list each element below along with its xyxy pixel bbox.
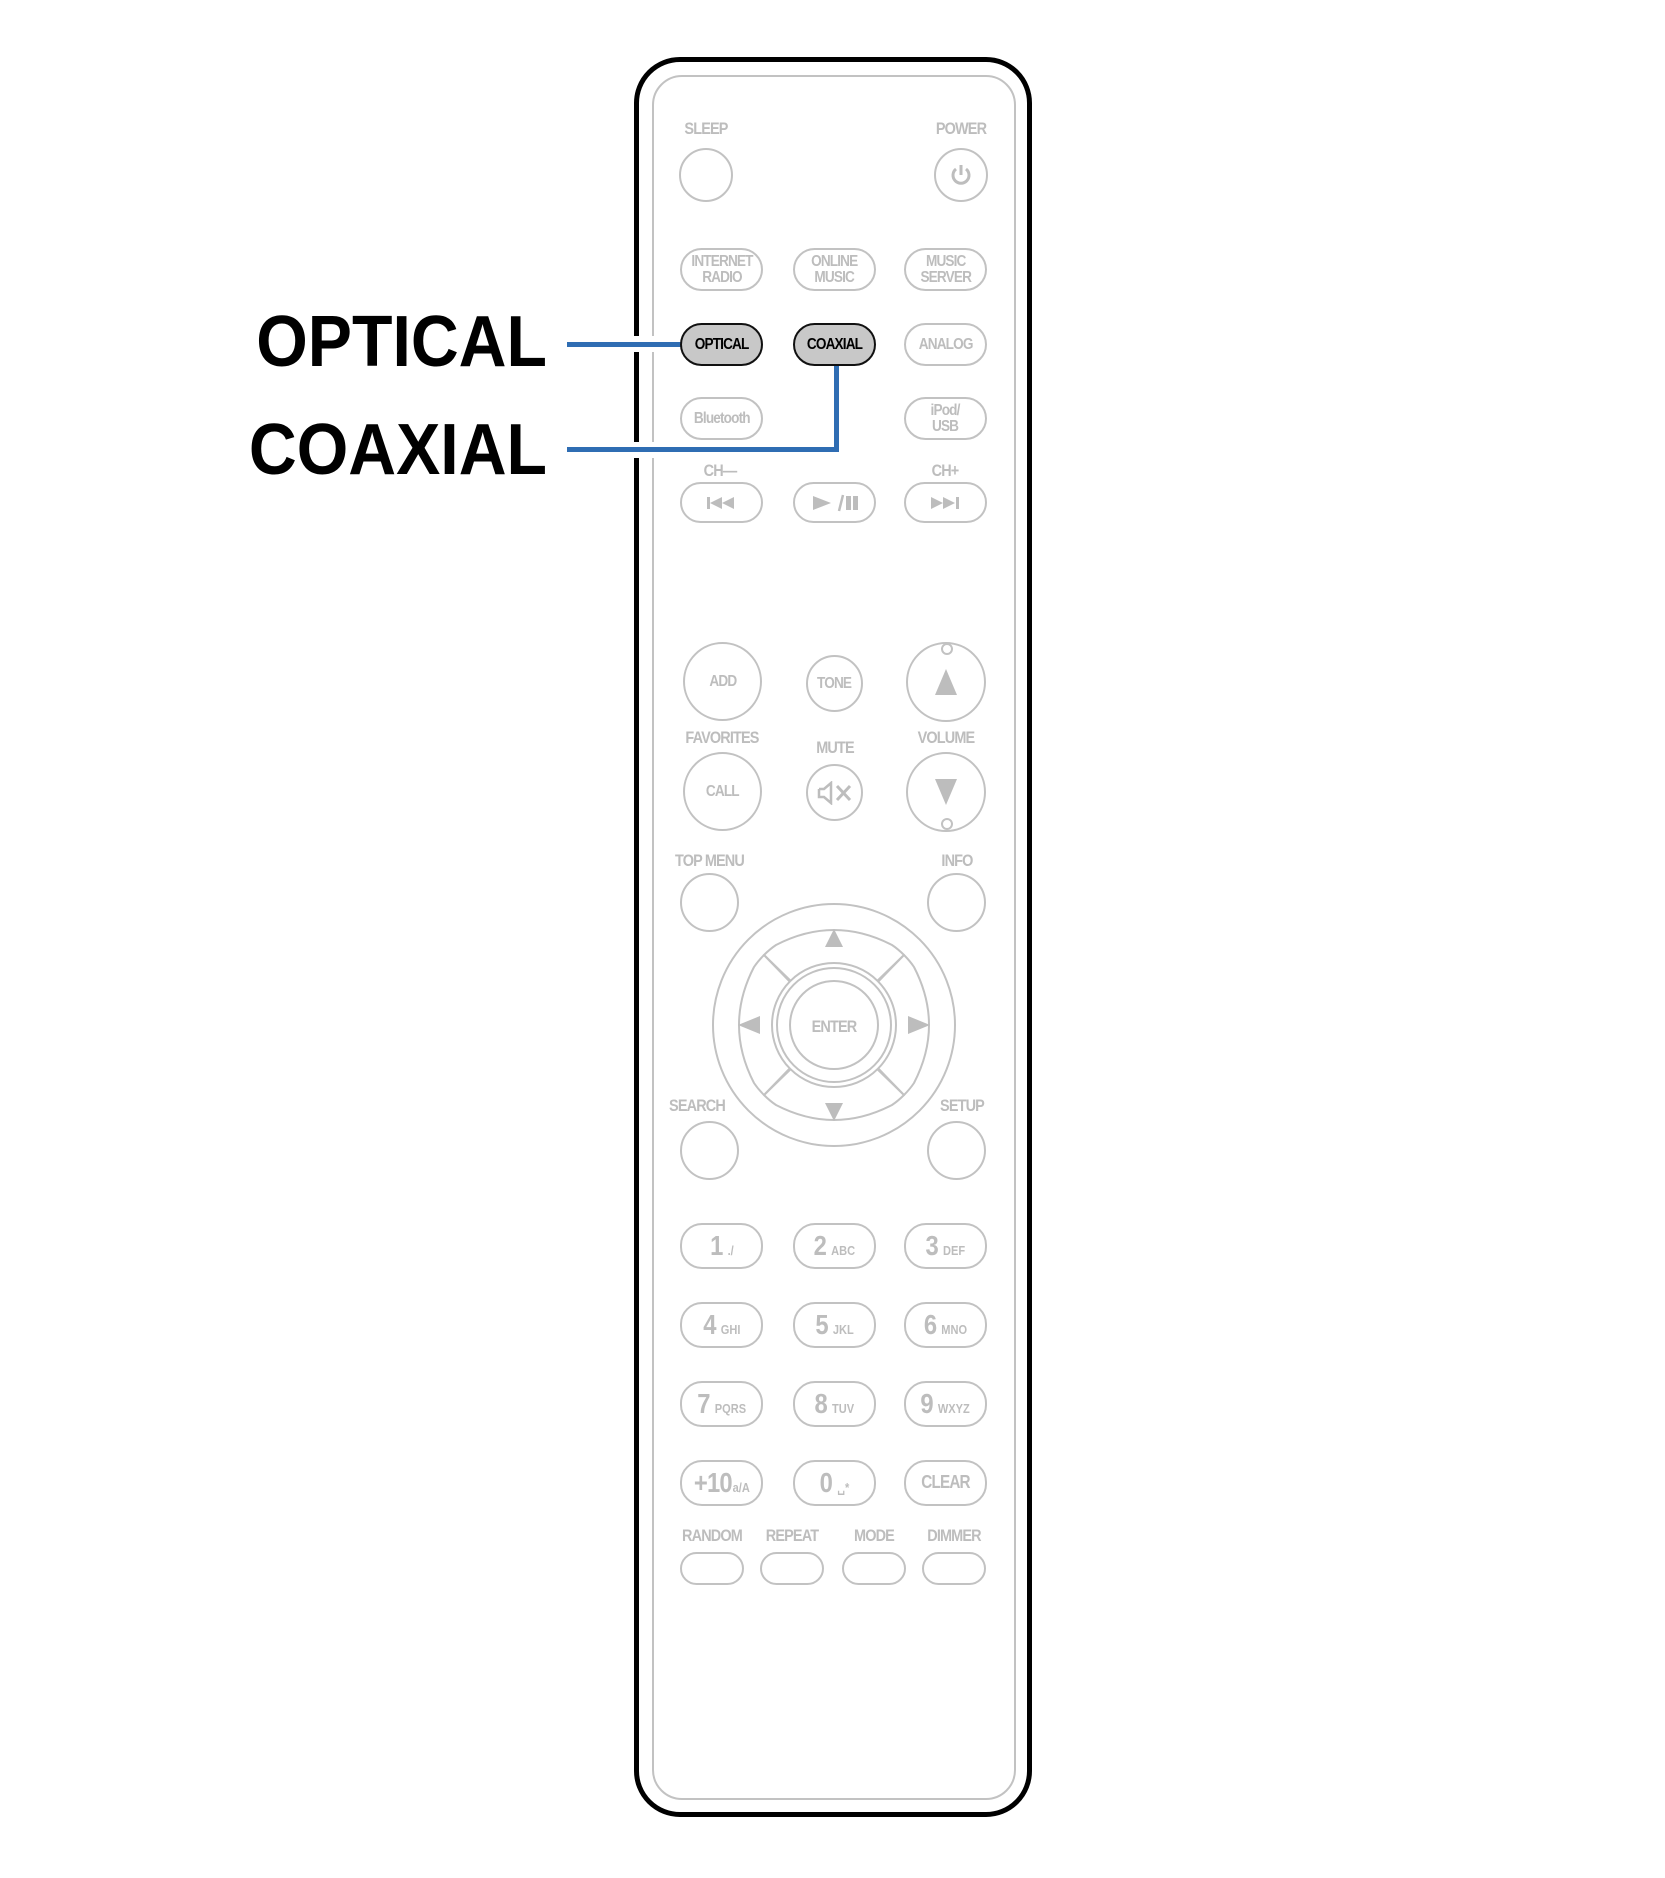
mute-button[interactable] <box>806 764 863 821</box>
power-label: POWER <box>935 119 987 138</box>
repeat-label: REPEAT <box>765 1526 819 1545</box>
power-button[interactable] <box>934 148 988 202</box>
nav-up-arrow-icon <box>825 929 843 947</box>
dimmer-label: DIMMER <box>927 1526 981 1545</box>
info-label: INFO <box>941 851 973 870</box>
top-menu-button[interactable] <box>680 873 739 932</box>
repeat-button[interactable] <box>760 1552 824 1585</box>
volume-up-button[interactable] <box>906 642 986 722</box>
next-button[interactable] <box>904 482 987 523</box>
bluetooth-button[interactable]: Bluetooth <box>680 397 763 440</box>
search-label: SEARCH <box>669 1096 726 1115</box>
mode-label: MODE <box>854 1526 895 1545</box>
online-music-button[interactable]: ONLINE MUSIC <box>793 248 876 291</box>
ch-minus-label: CH— <box>703 461 738 480</box>
tone-button[interactable]: TONE <box>806 655 863 712</box>
mute-icon <box>817 780 851 805</box>
top-menu-label: TOP MENU <box>675 851 745 870</box>
dimmer-button[interactable] <box>922 1552 986 1585</box>
navigation-pad <box>712 903 956 1147</box>
key-1[interactable]: 1./ <box>680 1223 763 1269</box>
skip-forward-icon <box>930 496 959 509</box>
key-plus10[interactable]: +10a/A <box>680 1460 763 1506</box>
nav-right-arrow-icon <box>908 1016 930 1034</box>
callout-optical-label: OPTICAL <box>256 302 547 382</box>
key-0[interactable]: 0␣* <box>793 1460 876 1506</box>
nav-down-arrow-icon <box>825 1103 843 1121</box>
optical-button[interactable]: OPTICAL <box>680 323 763 366</box>
internet-radio-button[interactable]: INTERNET RADIO <box>680 248 763 291</box>
setup-label: SETUP <box>940 1096 985 1115</box>
add-favorites-button[interactable]: ADD <box>683 642 762 721</box>
search-button[interactable] <box>680 1121 739 1180</box>
random-label: RANDOM <box>682 1526 743 1545</box>
volume-down-dot <box>941 818 953 830</box>
mute-label: MUTE <box>816 738 854 757</box>
call-favorites-button[interactable]: CALL <box>683 752 762 831</box>
optical-leader-line <box>567 342 682 347</box>
coaxial-leader-line-horizontal <box>567 447 839 452</box>
clear-button[interactable]: CLEAR <box>904 1460 987 1506</box>
enter-label: ENTER <box>811 1017 858 1036</box>
random-button[interactable] <box>680 1552 744 1585</box>
sleep-button[interactable] <box>679 148 733 202</box>
skip-back-icon <box>706 496 734 509</box>
play-pause-button[interactable] <box>793 482 876 523</box>
analog-button[interactable]: ANALOG <box>904 323 987 366</box>
ipod-usb-button[interactable]: iPod/ USB <box>904 397 987 440</box>
volume-label: VOLUME <box>917 728 976 747</box>
favorites-label: FAVORITES <box>685 728 759 747</box>
play-pause-icon <box>812 494 858 511</box>
sleep-label: SLEEP <box>684 119 728 138</box>
callout-coaxial-label: COAXIAL <box>248 410 547 490</box>
coaxial-button[interactable]: COAXIAL <box>793 323 876 366</box>
power-icon <box>951 165 971 185</box>
coaxial-leader-line-vertical <box>834 364 839 452</box>
ch-plus-label: CH+ <box>931 461 960 480</box>
info-button[interactable] <box>927 873 986 932</box>
mode-button[interactable] <box>842 1552 906 1585</box>
setup-button[interactable] <box>927 1121 986 1180</box>
volume-up-dot <box>941 643 953 655</box>
triangle-down-icon <box>935 779 957 805</box>
triangle-up-icon <box>935 669 957 695</box>
previous-button[interactable] <box>680 482 763 523</box>
music-server-button[interactable]: MUSIC SERVER <box>904 248 987 291</box>
nav-left-arrow-icon <box>738 1016 760 1034</box>
enter-button[interactable] <box>789 980 879 1070</box>
